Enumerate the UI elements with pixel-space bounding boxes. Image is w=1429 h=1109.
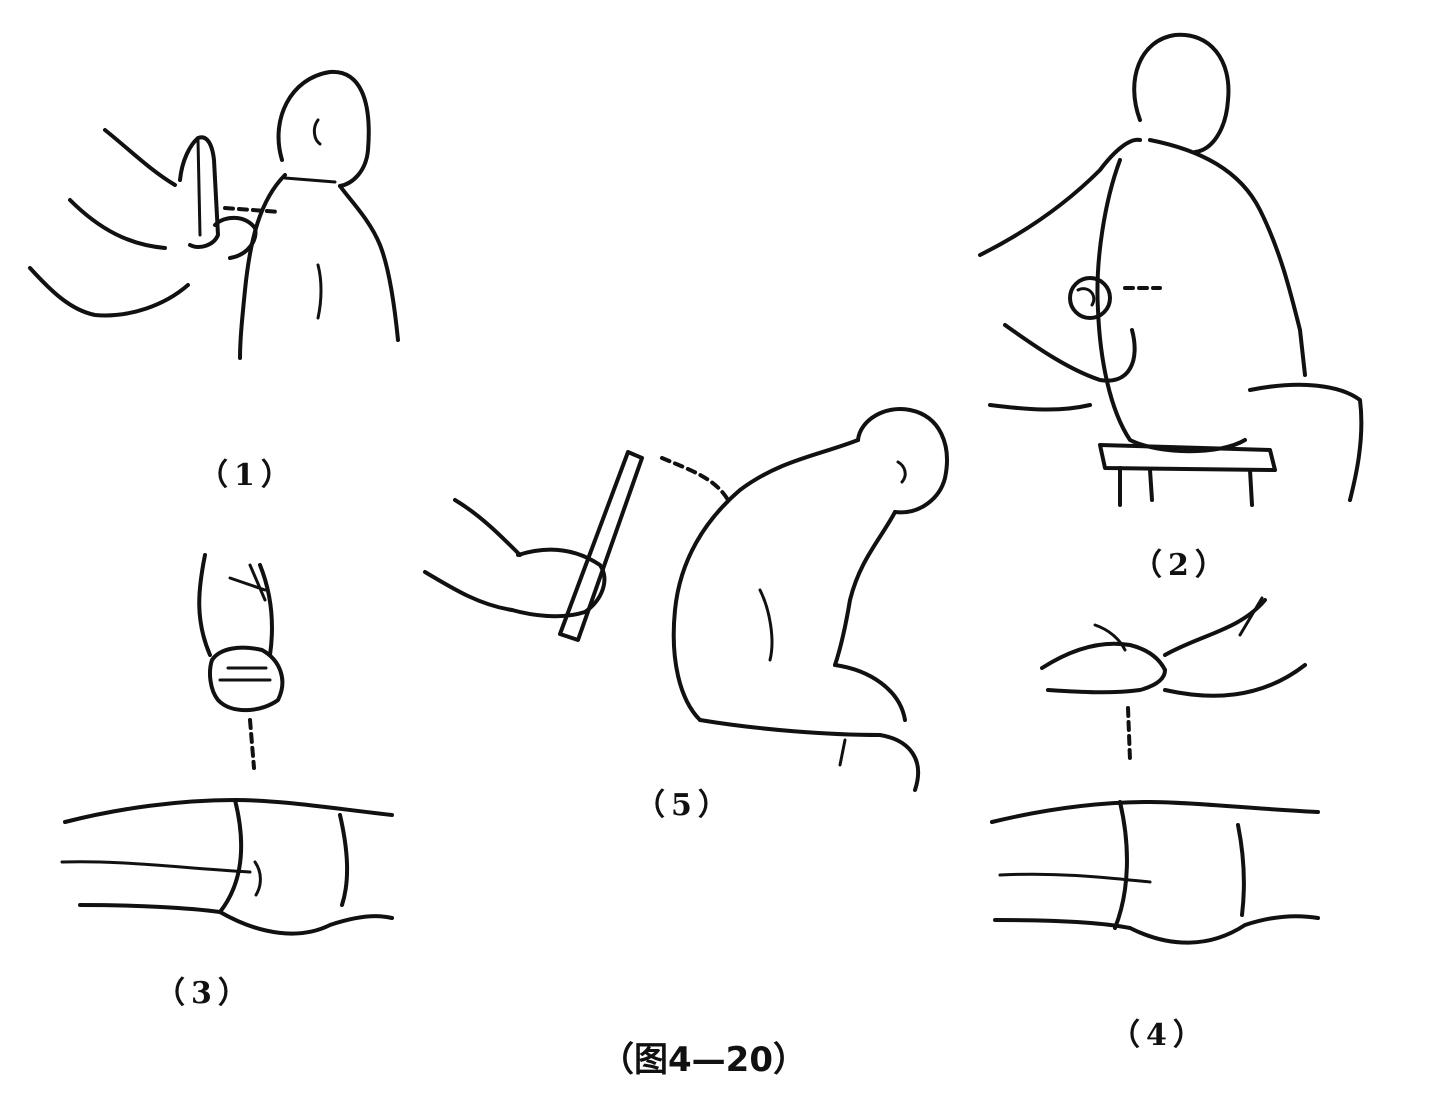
panel-5-arm-upper	[453, 498, 522, 557]
panel-3-label: （3）	[155, 976, 254, 1011]
panel-2-stool	[1098, 443, 1277, 472]
panel-2-helper-arm-lower	[1003, 323, 1137, 383]
panel-1-label: （1）	[198, 458, 297, 493]
panel-1-arm-upper	[103, 128, 177, 187]
panel-4-arm	[1163, 598, 1267, 657]
panel-5-arm-lower	[423, 570, 514, 612]
panel-2-body	[1095, 158, 1247, 454]
panel-2-fist	[1068, 276, 1112, 320]
panel-2-illustration	[978, 32, 1364, 507]
panel-1-body-front	[238, 173, 287, 360]
panel-1-body-back	[338, 184, 400, 342]
panel-5-head	[856, 407, 949, 515]
panel-5-front	[833, 510, 897, 667]
panel-4-back-top	[990, 800, 1320, 824]
panel-1-illustration	[28, 69, 400, 360]
panel-2-leg	[1248, 382, 1364, 502]
panel-5-hand	[510, 547, 607, 619]
panel-5-back	[671, 438, 860, 722]
panel-1-strike-arrow	[223, 206, 282, 214]
panel-4-back-bottom	[993, 914, 1320, 945]
panel-5-leg	[698, 718, 921, 792]
panel-2-label: （2）	[1132, 548, 1231, 583]
panel-5-illustration	[423, 407, 949, 792]
panel-5-strike-arrow	[660, 456, 730, 502]
panel-1-arm-lower	[28, 266, 190, 318]
panel-3-arm	[197, 553, 212, 657]
panel-3-back-bottom	[78, 903, 394, 936]
panel-5-label: （5）	[635, 788, 734, 823]
panel-4-hand	[1040, 641, 1167, 672]
panel-3-illustration	[60, 553, 394, 936]
panel-3-back-top	[63, 798, 394, 824]
panel-3-fist	[208, 645, 285, 713]
figure-caption: （图4—20）	[600, 1040, 807, 1080]
panel-2-back	[1148, 138, 1307, 377]
panel-4-label: （4）	[1110, 1018, 1209, 1053]
panel-3-strike-arrow	[248, 718, 256, 770]
panel-2-head	[1132, 32, 1231, 154]
panel-1-hands	[178, 135, 220, 249]
panel-4-strike-arrow	[1126, 706, 1132, 762]
panel-4-illustration	[990, 596, 1320, 945]
panel-5-stick	[558, 450, 644, 642]
panel-1-head	[276, 69, 371, 188]
panel-2-helper-arm-upper	[978, 137, 1142, 257]
